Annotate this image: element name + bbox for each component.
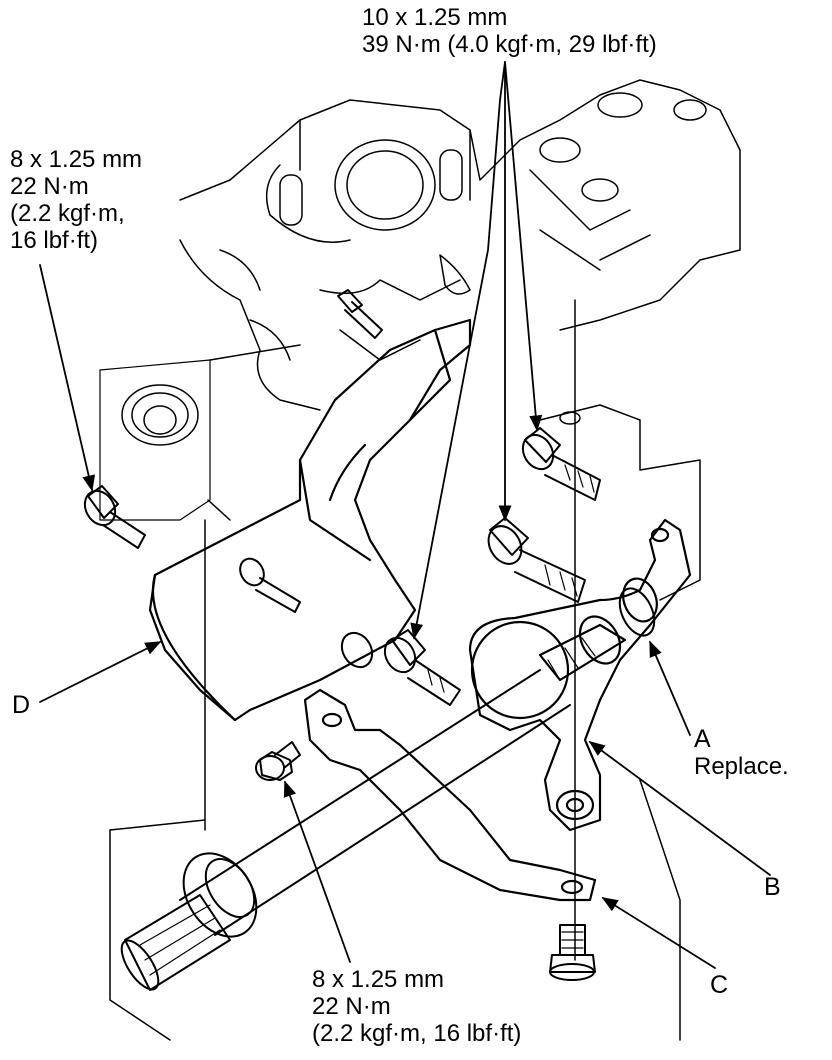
bottom-bolt-torque-nm: 22 N·m [312, 993, 391, 1020]
part-a-label: A [694, 725, 711, 753]
part-b-label: B [764, 873, 781, 901]
bolt-right-middle [487, 517, 586, 603]
part-c-stay [303, 688, 597, 902]
bottom-bolt-torque-rest: (2.2 kgf·m, 16 lbf·ft) [312, 1020, 522, 1047]
left-bolt-callout: 8 x 1.25 mm 22 N·m (2.2 kgf·m, 16 lbf·ft… [10, 146, 142, 254]
engine-block [99, 79, 741, 1041]
bolt-d-inner [239, 557, 301, 613]
part-b-arm [468, 518, 692, 832]
left-bolt-size: 8 x 1.25 mm [10, 146, 143, 173]
left-bolt-torque-nm: 22 N·m [10, 173, 89, 200]
shaft [120, 669, 571, 991]
part-d-label: D [12, 691, 31, 719]
bolt-right-upper [521, 427, 601, 501]
part-c-label: C [710, 971, 729, 999]
left-bolt-torque-kgf: (2.2 kgf·m, [10, 200, 125, 227]
bolt-top-small [337, 289, 383, 339]
bolt-bottom-left [255, 741, 301, 781]
bolt-center-pair [340, 629, 461, 706]
bottom-bolt-callout: 8 x 1.25 mm 22 N·m (2.2 kgf·m, 16 lbf·ft… [312, 966, 521, 1047]
part-d-bracket [148, 318, 472, 722]
left-bolt-torque-lbf: 16 lbf·ft) [10, 227, 99, 254]
top-bolts-callout: 10 x 1.25 mm 39 N·m (4.0 kgf·m, 29 lbf·f… [362, 4, 657, 58]
bolt-bottom-c [549, 924, 596, 981]
part-a-snap-ring [618, 587, 656, 637]
bottom-bolt-size: 8 x 1.25 mm [312, 966, 445, 993]
top-bolts-torque: 39 N·m (4.0 kgf·m, 29 lbf·ft) [362, 31, 657, 58]
top-bolts-size: 10 x 1.25 mm [362, 4, 508, 31]
leader-lines [39, 61, 771, 969]
bolt-left [83, 485, 146, 549]
part-a-callout: A Replace. [694, 725, 789, 781]
part-a-note: Replace. [694, 753, 789, 780]
